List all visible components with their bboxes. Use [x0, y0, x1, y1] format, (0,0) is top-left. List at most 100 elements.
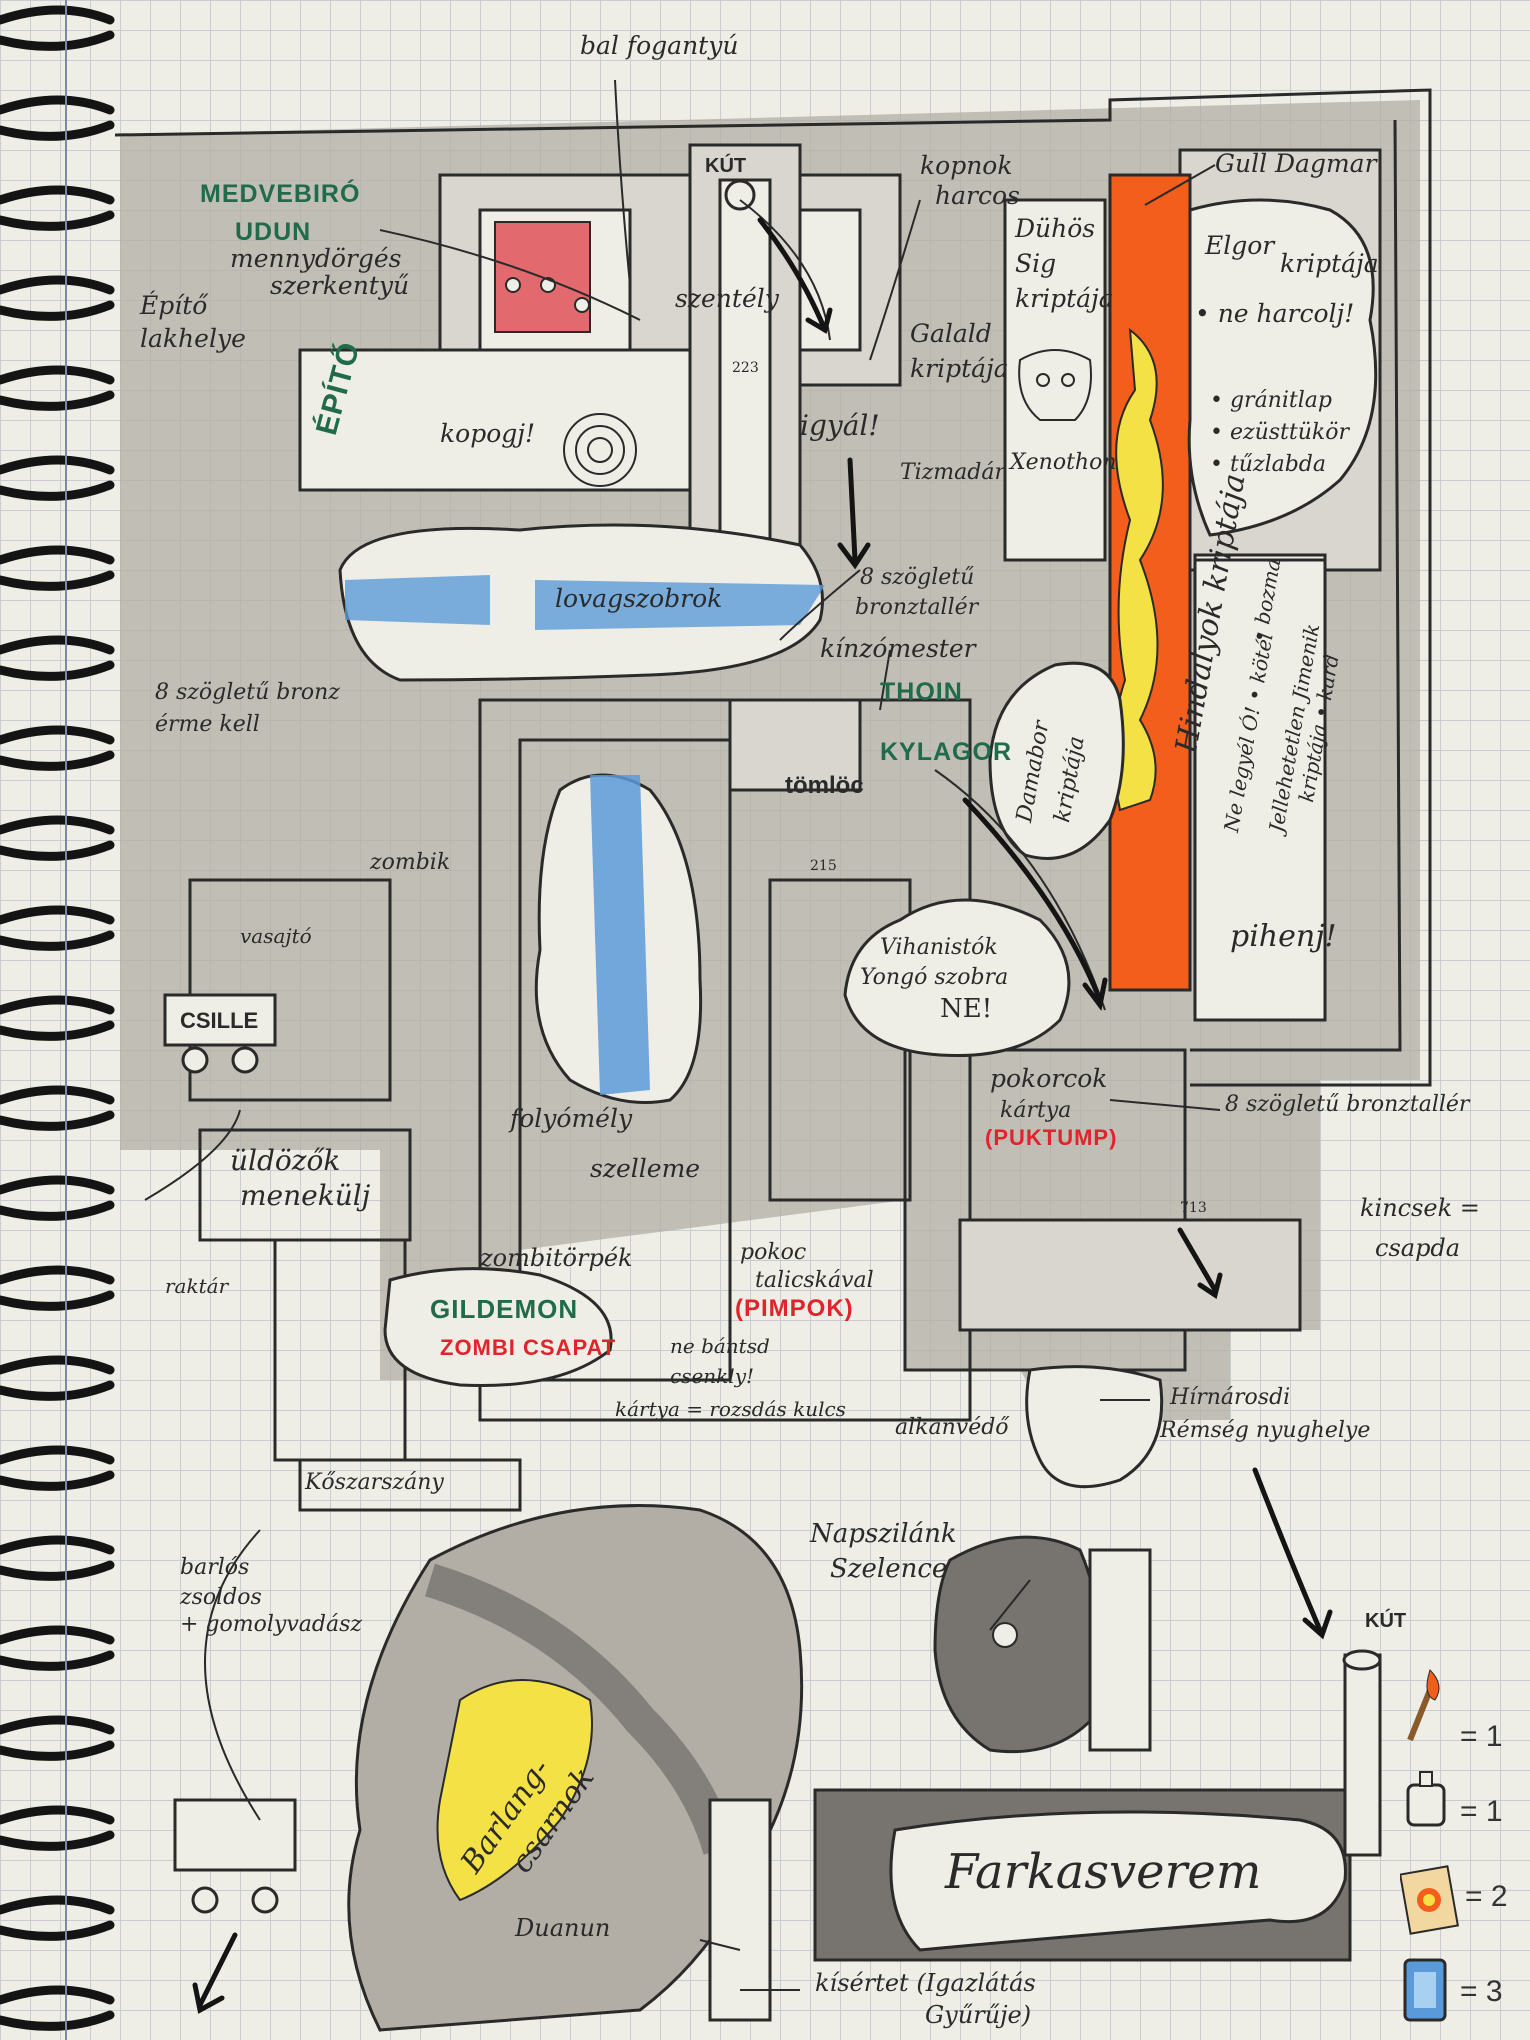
blue-card-icon	[1403, 1958, 1447, 2022]
label-epito-lakhelye-2: lakhelye	[140, 324, 246, 353]
cave-tunnel	[424, 1563, 737, 1855]
label-raktar: raktár	[165, 1274, 229, 1298]
label-mennydorges: mennydörgés	[230, 244, 402, 273]
empty-cart	[173, 1798, 297, 1914]
well-bottom-top	[1342, 1649, 1382, 1671]
label-puktump: (PUKTUMP)	[985, 1125, 1118, 1150]
label-gull-dagmar: Gull Dagmar	[1215, 149, 1377, 178]
east-passage	[1088, 1548, 1152, 1752]
fire-scroll-icon	[1400, 1865, 1460, 1935]
label-duanun: Duanun	[515, 1914, 611, 1942]
label-bronz-erme-1: 8 szögletű bronz	[155, 680, 340, 705]
label-folyomely-2: szelleme	[590, 1154, 701, 1183]
label-duhos-2: Sig	[1015, 249, 1057, 278]
outer-walls	[114, 88, 1432, 1087]
mine-area	[188, 878, 522, 1512]
label-duhos-1: Dühös	[1015, 214, 1096, 243]
legend-count-match: = 1	[1460, 1720, 1503, 1753]
yellow-banner	[1112, 327, 1164, 812]
label-barlos-3: + gomolyvadász	[180, 1612, 362, 1637]
label-elgor-2: kriptája	[1280, 249, 1379, 278]
label-ne-bantsd-2: csenkly!	[670, 1364, 755, 1388]
label-pokoc-1: pokoc	[740, 1240, 807, 1265]
legend-count-card: = 3	[1460, 1975, 1503, 2008]
label-zombik: zombik	[370, 850, 451, 875]
label-farkasverem: Farkasverem	[945, 1844, 1262, 1900]
legend	[1400, 1669, 1460, 2022]
label-kut-top: KÚT	[705, 155, 747, 177]
cave-banner	[436, 1679, 593, 1902]
lower-shaft	[708, 1798, 772, 2022]
label-kincsek-1: kincsek =	[1360, 1194, 1480, 1222]
label-kopnok-2: harcos	[935, 181, 1020, 210]
label-thoin: THOIN	[880, 678, 963, 706]
label-bronztaller-b: 8 szögletű bronztallér	[1225, 1092, 1470, 1117]
spiral-stair-icon	[563, 413, 637, 487]
label-vihanistok-2: Yongó szobra	[860, 965, 1009, 990]
napszilank-icon	[992, 1622, 1018, 1648]
match-icon	[1407, 1669, 1440, 1742]
label-713: 713	[1180, 1200, 1207, 1216]
label-ne-harcolj: • ne harcolj!	[1195, 299, 1355, 328]
label-223: 223	[732, 360, 759, 376]
label-barlos-2: zsoldos	[180, 1585, 262, 1610]
label-vihanistok-3: NE!	[940, 994, 993, 1024]
label-napszilank-1: Napszilánk	[810, 1519, 957, 1549]
label-tuzlabda: • tűzlabda	[1210, 452, 1327, 477]
label-bronztaller-a1: 8 szögletű	[860, 565, 975, 590]
label-pimpok: (PIMPOK)	[735, 1295, 854, 1322]
well-top-icon	[724, 179, 756, 211]
damabor-cloud	[988, 661, 1125, 860]
label-epito-lakhelye-1: Építő	[140, 291, 208, 320]
label-zombitorpek: zombitörpék	[480, 1244, 633, 1272]
farkasverem-scroll	[889, 1810, 1347, 1952]
label-alkanvedo: alkanvédő	[895, 1415, 1009, 1440]
label-kut-bottom: KÚT	[1365, 1610, 1407, 1632]
label-tizmadar: Tizmadár	[900, 460, 1005, 485]
label-igyal: igyál!	[800, 409, 880, 442]
label-kopogj: kopogj!	[440, 419, 536, 448]
label-xenothon: Xenothon	[1010, 450, 1117, 475]
legend-count-potion: = 1	[1460, 1795, 1503, 1828]
label-galald-2: kriptája	[910, 354, 1009, 383]
hirnarosdi-chamber	[1025, 1365, 1164, 1489]
csille-cart	[163, 993, 277, 1074]
label-udun: UDUN	[235, 218, 312, 246]
label-bronztaller-a2: bronztallér	[855, 595, 979, 620]
label-gildemon: GILDEMON	[430, 1294, 579, 1324]
label-napszilank-2: Szelence	[830, 1554, 948, 1584]
central-corridors	[478, 698, 1302, 1422]
vihanistok-cloud	[843, 898, 1071, 1058]
label-granitlap: • gránitlap	[1210, 388, 1332, 413]
label-hirnarosdi-1: Hírnárosdi	[1170, 1385, 1291, 1410]
label-215: 215	[810, 858, 837, 874]
elgor-cloud	[1187, 198, 1378, 537]
knight-hall-water-left	[345, 575, 490, 625]
direction-arrows	[192, 217, 1333, 2014]
label-medvebiro: MEDVEBIRÓ	[200, 180, 361, 208]
gildemon-cloud	[383, 1267, 613, 1388]
label-kartya-kulcs: kártya = rozsdás kulcs	[615, 1397, 846, 1421]
label-kinzomester: kínzómester	[820, 634, 976, 663]
label-vasajto: vasajtó	[240, 924, 312, 948]
label-vihanistok-1: Vihanistók	[880, 935, 998, 960]
label-kisertet-1: kísértet (Igazlátás	[815, 1969, 1036, 1997]
label-szerkentyu: szerkentyű	[270, 271, 410, 300]
label-kartya: kártya	[1000, 1098, 1072, 1123]
label-kincsek-2: csapda	[1375, 1234, 1461, 1262]
label-ezusttukor: • ezüsttükör	[1210, 420, 1349, 445]
napszilank-cavern	[933, 1535, 1104, 1754]
label-zombi-csapat: ZOMBI CSAPAT	[440, 1335, 617, 1360]
label-kylagor: KYLAGOR	[880, 738, 1012, 766]
label-kopnok-1: kopnok	[920, 151, 1013, 180]
label-bal-fogantyu: bal fogantyú	[580, 31, 739, 60]
leader-lines	[144, 79, 1221, 1991]
knight-hall-water-right	[535, 580, 825, 630]
legend-count-scroll: = 2	[1465, 1880, 1508, 1913]
label-pokorcok: pokorcok	[990, 1064, 1108, 1093]
label-uldozok-1: üldözők	[230, 1144, 341, 1177]
skull-icon	[1018, 349, 1092, 421]
label-kisertet-2: Gyűrűje)	[925, 2001, 1032, 2029]
label-kotszarszany: Kőszarszány	[305, 1470, 444, 1495]
